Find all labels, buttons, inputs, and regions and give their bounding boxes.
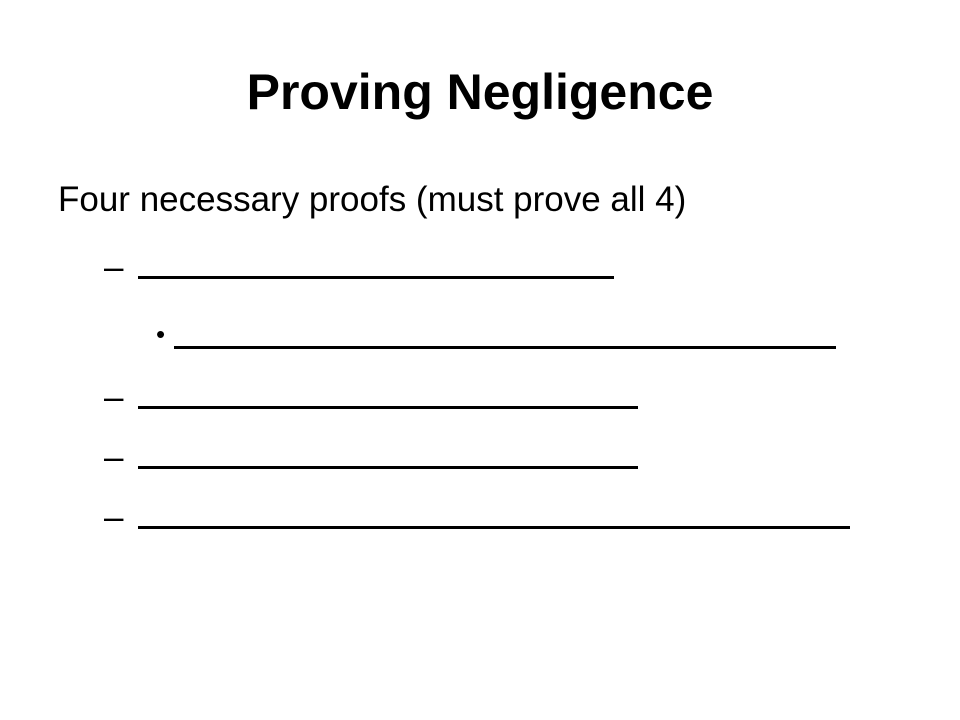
- intro-text: Four necessary proofs (must prove all 4): [58, 180, 687, 219]
- dash-marker: –: [104, 498, 124, 537]
- list-item-1: –: [104, 246, 614, 290]
- list-item-5: –: [104, 496, 850, 540]
- fill-in-blank-4: [138, 436, 638, 469]
- list-item-4: –: [104, 436, 638, 480]
- dash-marker: –: [104, 438, 124, 477]
- list-item-2: •: [156, 312, 836, 360]
- fill-in-blank-1: [138, 246, 614, 279]
- slide-title: Proving Negligence: [246, 64, 714, 120]
- fill-in-blank-3: [138, 376, 638, 409]
- dash-marker: –: [104, 378, 124, 417]
- bullet-marker: •: [156, 319, 166, 349]
- list-item-3: –: [104, 376, 638, 420]
- dash-marker: –: [104, 248, 124, 287]
- fill-in-blank-2: [174, 316, 836, 349]
- fill-in-blank-5: [138, 496, 850, 529]
